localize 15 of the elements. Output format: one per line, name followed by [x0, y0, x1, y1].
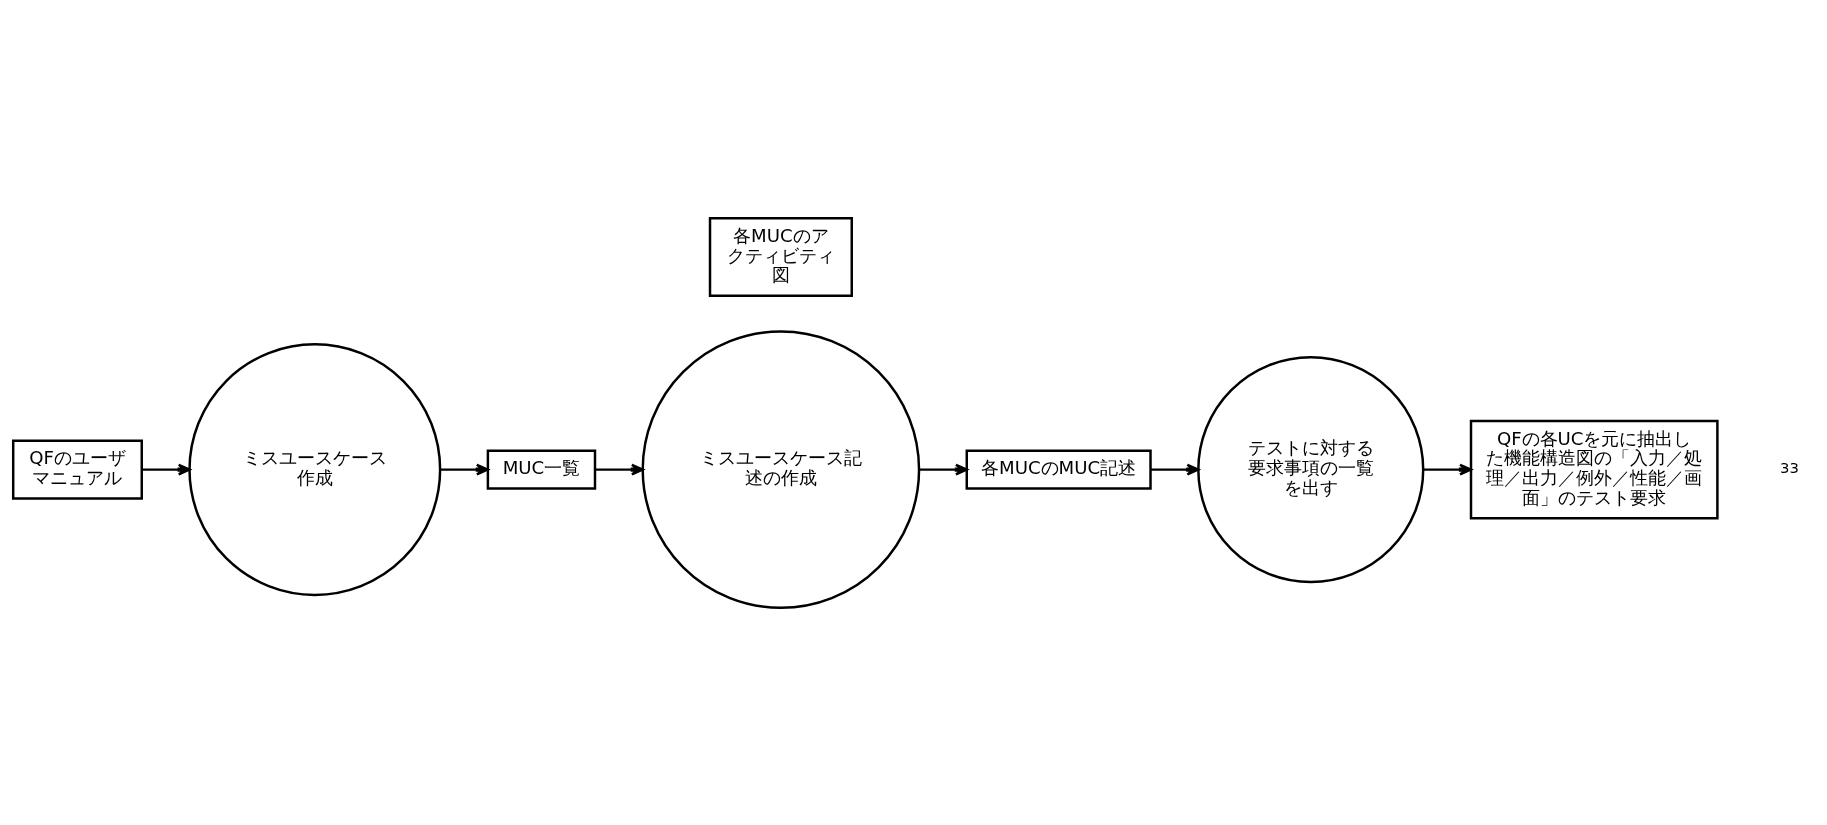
arrow [141, 463, 191, 476]
node-circle: ミスユースケース作成 [188, 342, 442, 596]
node-box: MUC一覧 [486, 448, 597, 490]
arrow [919, 463, 968, 476]
node-circle: ミスユースケース記述の作成 [641, 329, 921, 609]
node-box: 各MUCのアクティビティ図 [708, 216, 853, 297]
node-box: 各MUCのMUC記述 [965, 448, 1152, 490]
node-box: QFの各UCを元に抽出した機能構造図の「入力／処理／出力／例外／性能／画面」のテスト要求 [1469, 419, 1719, 519]
arrow [440, 463, 489, 476]
node-box: QFのユーザマニュアル [11, 439, 143, 500]
node-circle: テストに対する要求事項の一覧を出す [1197, 355, 1425, 583]
label: 33 [1780, 458, 1799, 476]
arrow [595, 463, 644, 476]
arrow [1423, 463, 1473, 476]
arrow [1150, 463, 1200, 476]
